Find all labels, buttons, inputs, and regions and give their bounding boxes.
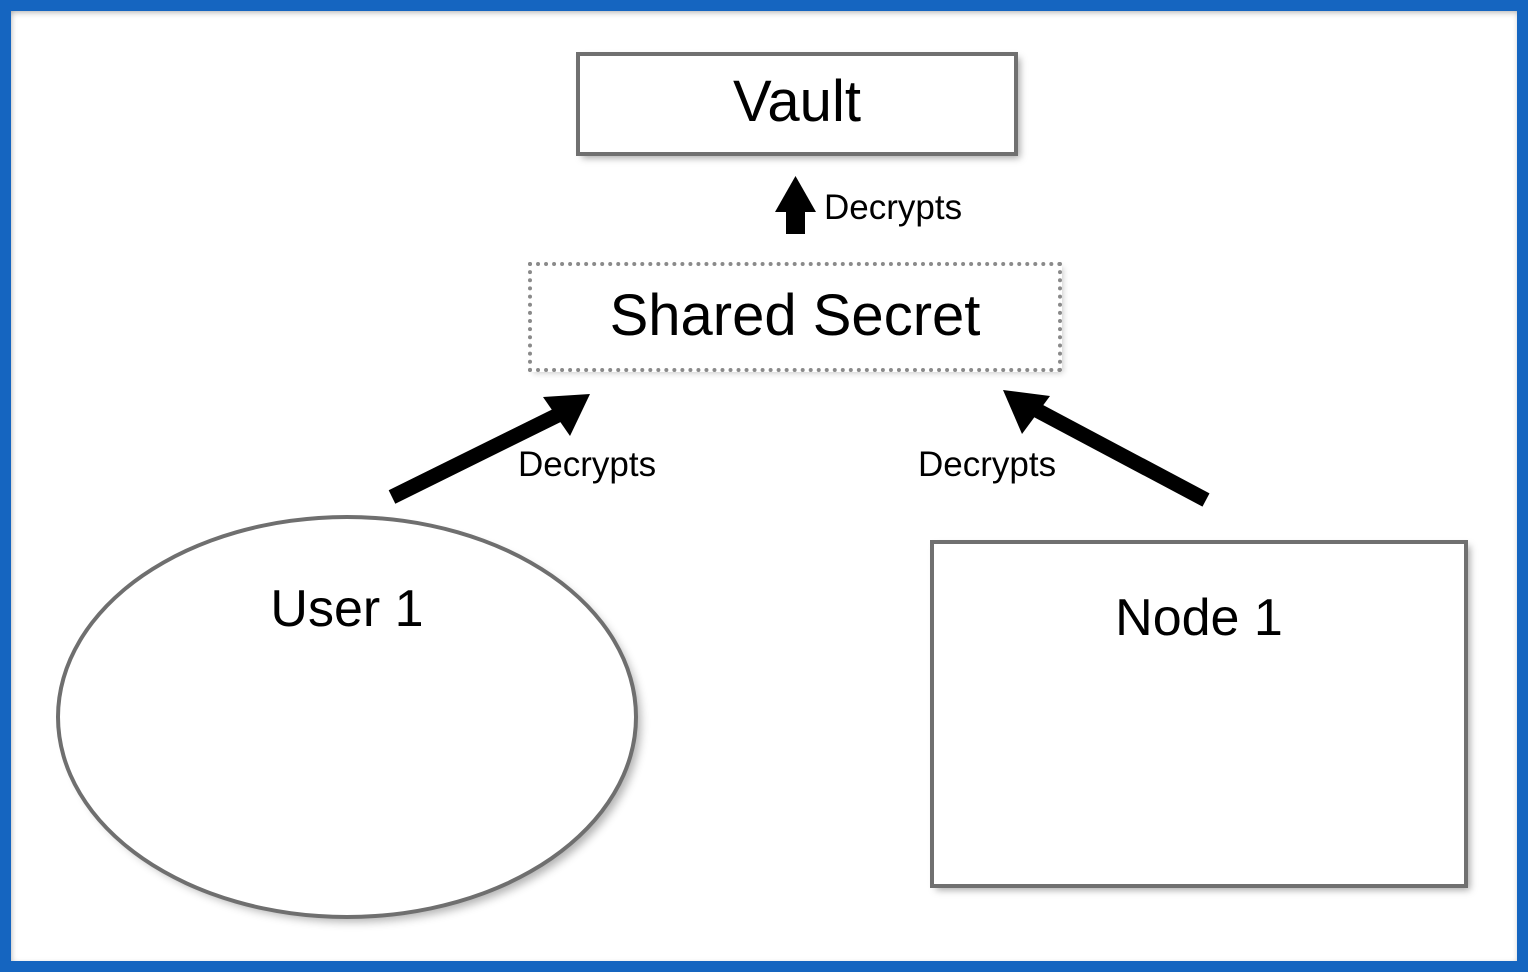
edge-label-user-to-shared-secret: Decrypts <box>518 445 657 484</box>
node-vault-label: Vault <box>733 69 861 134</box>
node-user-1-label: User 1 <box>270 580 424 638</box>
node-node-1[interactable]: Node 1 RSA Key 2 <box>930 540 1468 888</box>
edge-label-shared-secret-to-vault: Decrypts <box>824 188 963 227</box>
edge-label-node-to-shared-secret: Decrypts <box>918 445 1057 484</box>
node-vault[interactable]: Vault <box>576 52 1018 156</box>
node-node-1-label: Node 1 <box>1115 589 1283 647</box>
node-shared-secret-label: Shared Secret <box>609 283 981 348</box>
node-user-1[interactable]: User 1 RSA Key 1 <box>56 515 638 919</box>
node-shared-secret[interactable]: Shared Secret <box>528 262 1062 372</box>
